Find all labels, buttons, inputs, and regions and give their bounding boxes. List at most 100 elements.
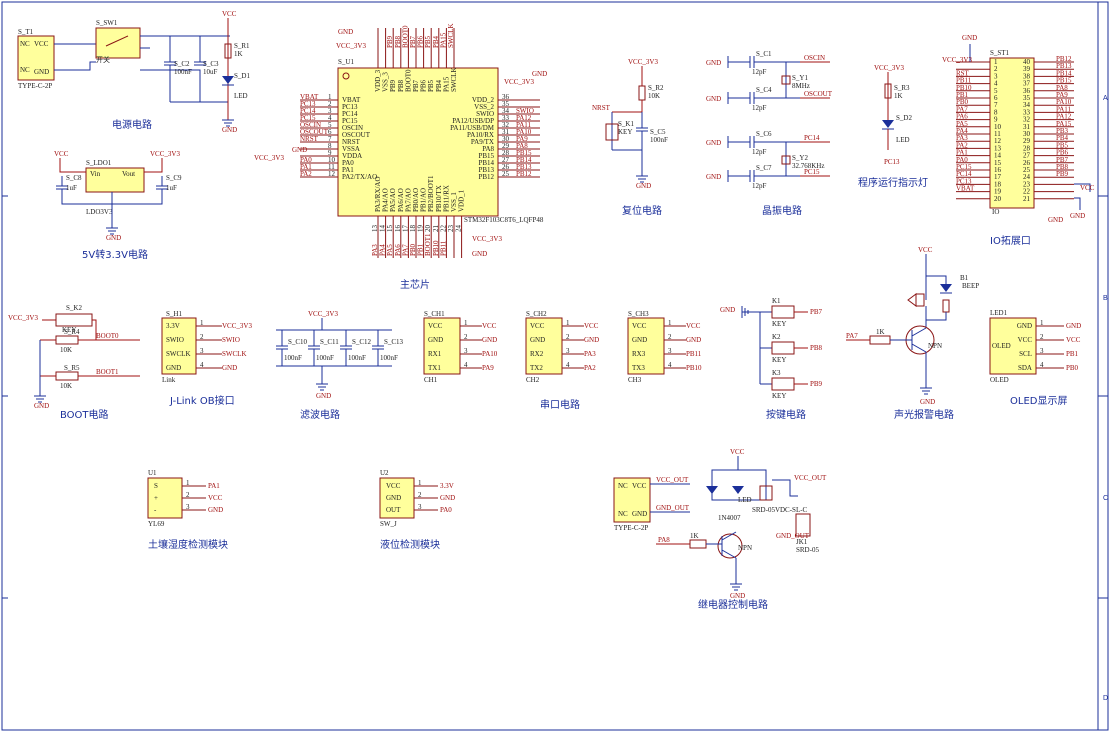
level-name: SW_J [380, 520, 397, 528]
mcu-right-pin-net: PB13 [516, 163, 532, 171]
jlink-name: Link [162, 376, 176, 384]
c9-label: S_C9 [166, 174, 182, 182]
t1-gnd-pin: GND [34, 68, 49, 76]
module-pin-name: - [154, 506, 157, 514]
relay-r-value: 1K [690, 532, 699, 540]
io-right-pin-num: 30 [1023, 130, 1031, 138]
module-pin-num: 1 [418, 479, 422, 487]
mcu-bottom-pin-net: PA6 [394, 244, 402, 256]
oled-title: OLED [992, 342, 1011, 350]
mcu-left-pin-name: VSSA [342, 145, 360, 153]
crystal-net: PC15 [804, 168, 820, 176]
relay-relay: SRD-05VDC-SL-C [752, 506, 808, 514]
serial-port-ref: S_CH3 [628, 310, 649, 318]
jlink-pin-name: SWIO [166, 336, 184, 344]
io-left-pin-num: 14 [994, 152, 1002, 160]
mcu-left-pin-name: PA2/TX/AO [342, 173, 377, 181]
mcu-right-pin-num: 34 [502, 107, 510, 115]
io-left-net: PA5 [956, 120, 968, 128]
t1-nc2: NC [20, 66, 30, 74]
serial-pin-num: 4 [668, 361, 672, 369]
caption-jlink: J-Link OB接口 [169, 394, 235, 407]
module-pin-name: OUT [386, 506, 401, 514]
mcu-right-pin-num: 29 [502, 142, 510, 150]
io-left-net: PB10 [956, 84, 972, 92]
mcu-bottom-pin-net: PA5 [386, 244, 394, 256]
caption-boot: BOOT电路 [60, 408, 109, 421]
module-pin-num: 3 [186, 503, 190, 511]
c8-label: S_C8 [66, 174, 82, 182]
key-switch [771, 341, 795, 355]
mcu-bottom-pin-name: PB0/AO [412, 188, 420, 212]
oled-pin-name: VCC [1018, 336, 1033, 344]
runled-3v3-net: VCC_3V3 [874, 64, 904, 72]
io-left-net: RST [956, 69, 970, 77]
crystal-cap-value: 12pF [752, 68, 767, 76]
crystal-y1 [781, 75, 791, 85]
mcu-left-pin-num: 2 [328, 100, 332, 108]
io-left-net: PB0 [956, 98, 969, 106]
mcu-left-pin-name: VDDA [342, 152, 362, 160]
c5-value: 100nF [650, 136, 668, 144]
jlink-header-h1 [161, 317, 197, 375]
mcu-bottom-pin-name: PA3/RX/AO [374, 176, 382, 212]
r4-label: S_R4 [64, 328, 80, 336]
alarm-pa7-net: PA7 [846, 332, 858, 340]
c3-label: S_C3 [203, 60, 219, 68]
crystal-circuit: GNDS_C112pFOSCINGNDS_C412pFOSCOUTGNDS_C6… [706, 50, 833, 217]
serial-pin-net: PB10 [686, 364, 702, 372]
mcu-bottom-pin-net: PA3 [371, 244, 379, 256]
serial-pin-name: VCC [428, 322, 443, 330]
reset-3v3-net: VCC_3V3 [628, 58, 658, 66]
mcu-gnd-right: GND [532, 70, 547, 78]
mcu-bottom-pin-num: 20 [424, 225, 432, 233]
oled-pin-num: 4 [1040, 361, 1044, 369]
r3-label: S_R3 [894, 84, 910, 92]
mcu-top-pin-name: VDD_3 [374, 69, 382, 92]
ldo-3v3-net: VCC_3V3 [150, 150, 180, 158]
io-left-net: PC15 [956, 163, 972, 171]
caption-filter: 滤波电路 [300, 408, 340, 421]
reset-nrst-net: NRST [592, 104, 611, 112]
relay-vcc-pin: VCC [632, 482, 647, 490]
io-right-pin-num: 28 [1023, 144, 1031, 152]
mcu-ref: S_U1 [338, 58, 354, 66]
crystal-net: PC14 [804, 134, 820, 142]
serial-pin-num: 1 [464, 319, 468, 327]
mcu-left-pin-net: PA0 [300, 156, 312, 164]
jlink-pin-net: GND [222, 364, 237, 372]
serial-pin-name: RX3 [632, 350, 646, 358]
r2-value: 10K [648, 92, 660, 100]
io-left-pin-num: 11 [994, 130, 1001, 138]
io-left-pin-num: 8 [994, 108, 998, 116]
jlink-pin-num: 4 [200, 361, 204, 369]
relay-led: LED [738, 496, 752, 504]
mcu-right-pin-name: PA9/TX [471, 138, 494, 146]
mcu-left-pin-name: PA0 [342, 159, 354, 167]
level-u2 [379, 477, 415, 519]
io-right-pin-num: 23 [1023, 180, 1031, 188]
mcu-left-pin-net: PA2 [300, 170, 312, 178]
mcu-bottom-pin-net: PA7 [401, 244, 409, 256]
jlink-pin-net: VCC_3V3 [222, 322, 252, 330]
mcu-bottom-pin-num: 13 [371, 225, 379, 233]
io-vcc-wire [1074, 183, 1091, 192]
module-pin-net: GND [440, 494, 455, 502]
mcu-right-pin-name: PA11/USB/DM [450, 124, 495, 132]
caption-power: 电源电路 [112, 118, 152, 131]
mcu-left-pin-name: VBAT [342, 96, 361, 104]
io-ref: S_ST1 [990, 49, 1010, 57]
relay-nc2: NC [618, 510, 628, 518]
serial-port-name: CH2 [526, 376, 540, 384]
caption-reset: 复位电路 [622, 204, 662, 217]
keys-gnd-net: GND [720, 306, 735, 314]
mcu-gnd-top: GND [338, 28, 353, 36]
t1-vcc-pin: VCC [34, 40, 49, 48]
io-left-pin-num: 3 [994, 72, 998, 80]
caption-relay: 继电器控制电路 [698, 598, 768, 611]
